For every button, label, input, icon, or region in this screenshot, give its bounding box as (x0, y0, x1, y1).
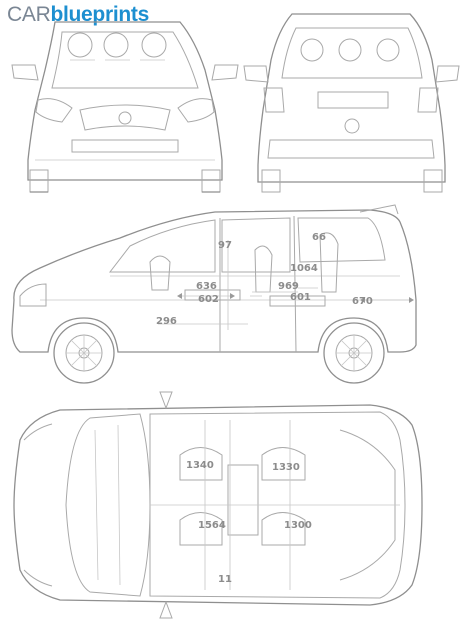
dim-side-4: 1064 (290, 263, 318, 274)
logo-blueprints-text: blueprints (50, 3, 149, 26)
front-view (11, 21, 239, 193)
logo-car-text: CAR (7, 3, 51, 26)
dim-side-6: 601 (290, 292, 311, 303)
car-blueprints-logo: CARblueprints (7, 3, 149, 27)
dim-top-3: 1564 (198, 520, 226, 531)
dim-side-2: 602 (198, 294, 219, 305)
dim-top-2: 1330 (272, 462, 300, 473)
dim-side-5: 969 (278, 281, 299, 292)
dim-top-5: 11 (218, 574, 232, 585)
dim-top-1: 1340 (186, 460, 214, 471)
side-view: 636 602 296 1064 969 601 670 97 66 (11, 204, 417, 384)
dim-side-9: 66 (312, 232, 326, 243)
rear-view (243, 13, 460, 193)
top-view: 1340 1330 1564 1300 11 (13, 391, 423, 619)
dim-side-1: 636 (196, 281, 217, 292)
dim-top-4: 1300 (284, 520, 312, 531)
dim-side-7: 670 (352, 296, 373, 307)
dim-side-8: 97 (218, 240, 232, 251)
dim-side-3: 296 (156, 316, 177, 327)
